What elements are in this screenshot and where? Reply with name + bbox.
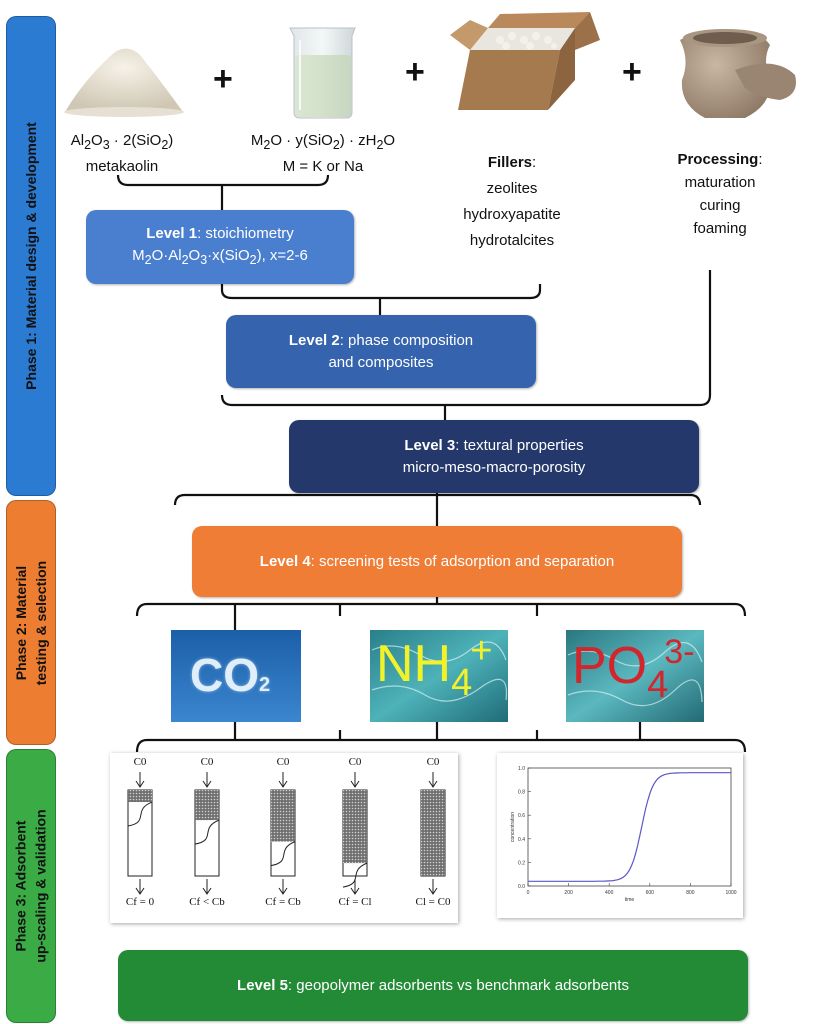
inlet-arrow: [350, 772, 360, 788]
level-4-heading: Level 4: screening tests of adsorption a…: [259, 552, 615, 570]
saturated-zone: [343, 790, 367, 864]
mass-transfer-front: [194, 819, 220, 845]
level-3-box: Level 3: textural properties micro-meso-…: [289, 420, 699, 493]
saturated-zone: [271, 790, 295, 842]
filler-item: zeolites: [486, 180, 538, 197]
co2-tile: [171, 630, 301, 722]
fillers-title: Fillers:: [487, 154, 537, 171]
plot-frame: [527, 767, 732, 887]
x-tick-label: 200: [564, 890, 573, 896]
y-tick-label: 0.8: [518, 790, 525, 796]
column-outlet-label: Cf < Cb: [189, 896, 225, 908]
outlet-arrow: [278, 879, 288, 895]
column-outlet-label: Cf = 0: [125, 896, 155, 908]
x-tick-label: 1000: [725, 890, 736, 896]
x-tick-label: 400: [605, 890, 614, 896]
processing-item: foaming: [693, 220, 747, 237]
co2-label: CO2: [190, 649, 271, 701]
breakthrough-curve: [528, 772, 731, 882]
column-outlet-label: Cl = C0: [415, 896, 451, 908]
column-inlet-label: C0: [133, 756, 147, 768]
filler-item: hydroxyapatite: [463, 206, 561, 223]
y-tick-label: 0.2: [518, 860, 525, 866]
level-2-box: Level 2: phase composition and composite…: [226, 315, 536, 388]
level-4-box: Level 4: screening tests of adsorption a…: [192, 526, 682, 597]
x-tick-label: 600: [646, 890, 655, 896]
x-tick-label: 800: [686, 890, 695, 896]
nh4-tile: [370, 630, 508, 722]
inlet-arrow: [135, 772, 145, 788]
po4-label: PO43-: [572, 633, 695, 706]
mass-transfer-front: [342, 862, 368, 888]
silicate-formula: M2O · y(SiO2) · zH2O: [250, 132, 396, 152]
metakaolin-formula: Al2O3 · 2(SiO2): [70, 132, 174, 152]
plus-sign-3: +: [622, 53, 642, 91]
po4-tile: [566, 630, 704, 722]
saturated-zone: [128, 790, 152, 803]
phase-1-bar: Phase 1: Material design & development: [6, 16, 56, 496]
processing-item: maturation: [684, 174, 756, 191]
y-tick-label: 0.4: [518, 837, 525, 843]
column-inlet-label: C0: [200, 756, 214, 768]
processing-list: Processing: maturation curing foaming: [660, 148, 780, 240]
inlet-arrow: [278, 772, 288, 788]
column-outlet-label: Cf = Cb: [265, 896, 301, 908]
level-1-heading: Level 1: stoichiometry: [146, 225, 294, 242]
mass-transfer-front: [127, 801, 153, 827]
outlet-arrow: [350, 879, 360, 895]
level-3-heading: Level 3: textural properties: [404, 436, 584, 454]
saturated-zone: [195, 790, 219, 821]
level-5-box: Level 5: geopolymer adsorbents vs benchm…: [118, 950, 748, 1021]
y-axis-label: concentration: [510, 812, 516, 842]
outlet-arrow: [428, 879, 438, 895]
level-1-formula: M2O·Al2O3·x(SiO2), x=2-6: [132, 247, 308, 267]
outlet-arrow: [202, 879, 212, 895]
mass-transfer-front: [270, 841, 296, 867]
inlet-arrow: [428, 772, 438, 788]
column-inlet-label: C0: [426, 756, 440, 768]
level-2-heading: Level 2: phase composition: [288, 331, 474, 349]
inlet-arrow: [202, 772, 212, 788]
phase-2-bar: Phase 2: Material testing & selection: [6, 500, 56, 745]
y-tick-label: 0.6: [518, 813, 525, 819]
column-outlet-label: Cf = Cl: [338, 896, 372, 908]
processing-title: Processing:: [677, 151, 763, 168]
metakaolin-label: Al2O3 · 2(SiO2) metakaolin: [52, 130, 192, 178]
level-3-line2: micro-meso-macro-porosity: [402, 458, 586, 476]
silicate-note: M = K or Na: [282, 158, 364, 175]
fillers-list: Fillers: zeolites hydroxyapatite hydrota…: [446, 150, 578, 254]
y-tick-label: 0.0: [518, 884, 525, 890]
plus-sign-2: +: [405, 53, 425, 91]
column-inlet-label: C0: [348, 756, 362, 768]
outlet-arrow: [135, 879, 145, 895]
metakaolin-name: metakaolin: [85, 158, 159, 175]
column-inlet-label: C0: [276, 756, 290, 768]
x-tick-label: 0: [527, 890, 530, 896]
processing-item: curing: [699, 197, 741, 214]
level-1-box: Level 1: stoichiometry M2O·Al2O3·x(SiO2)…: [86, 210, 354, 284]
y-tick-label: 1.0: [518, 766, 525, 772]
plus-sign-1: +: [213, 60, 233, 98]
nh4-label: NH4+: [376, 630, 493, 704]
saturated-zone: [421, 790, 445, 876]
silicate-label: M2O · y(SiO2) · zH2O M = K or Na: [228, 130, 418, 178]
phase-3-bar: Phase 3: Adsorbent up-scaling & validati…: [6, 749, 56, 1023]
x-axis-label: time: [625, 897, 635, 903]
filler-item: hydrotalcites: [469, 232, 555, 249]
column-labels: C0 Cf = 0 C0 Cf < Cb C0 Cf = Cb C0 Cf = Cl C0 Cl …: [110, 753, 458, 923]
breakthrough-panel: [497, 753, 743, 918]
level-5-heading: Level 5: geopolymer adsorbents vs benchm…: [237, 976, 629, 994]
level-2-line2: and composites: [328, 353, 434, 371]
